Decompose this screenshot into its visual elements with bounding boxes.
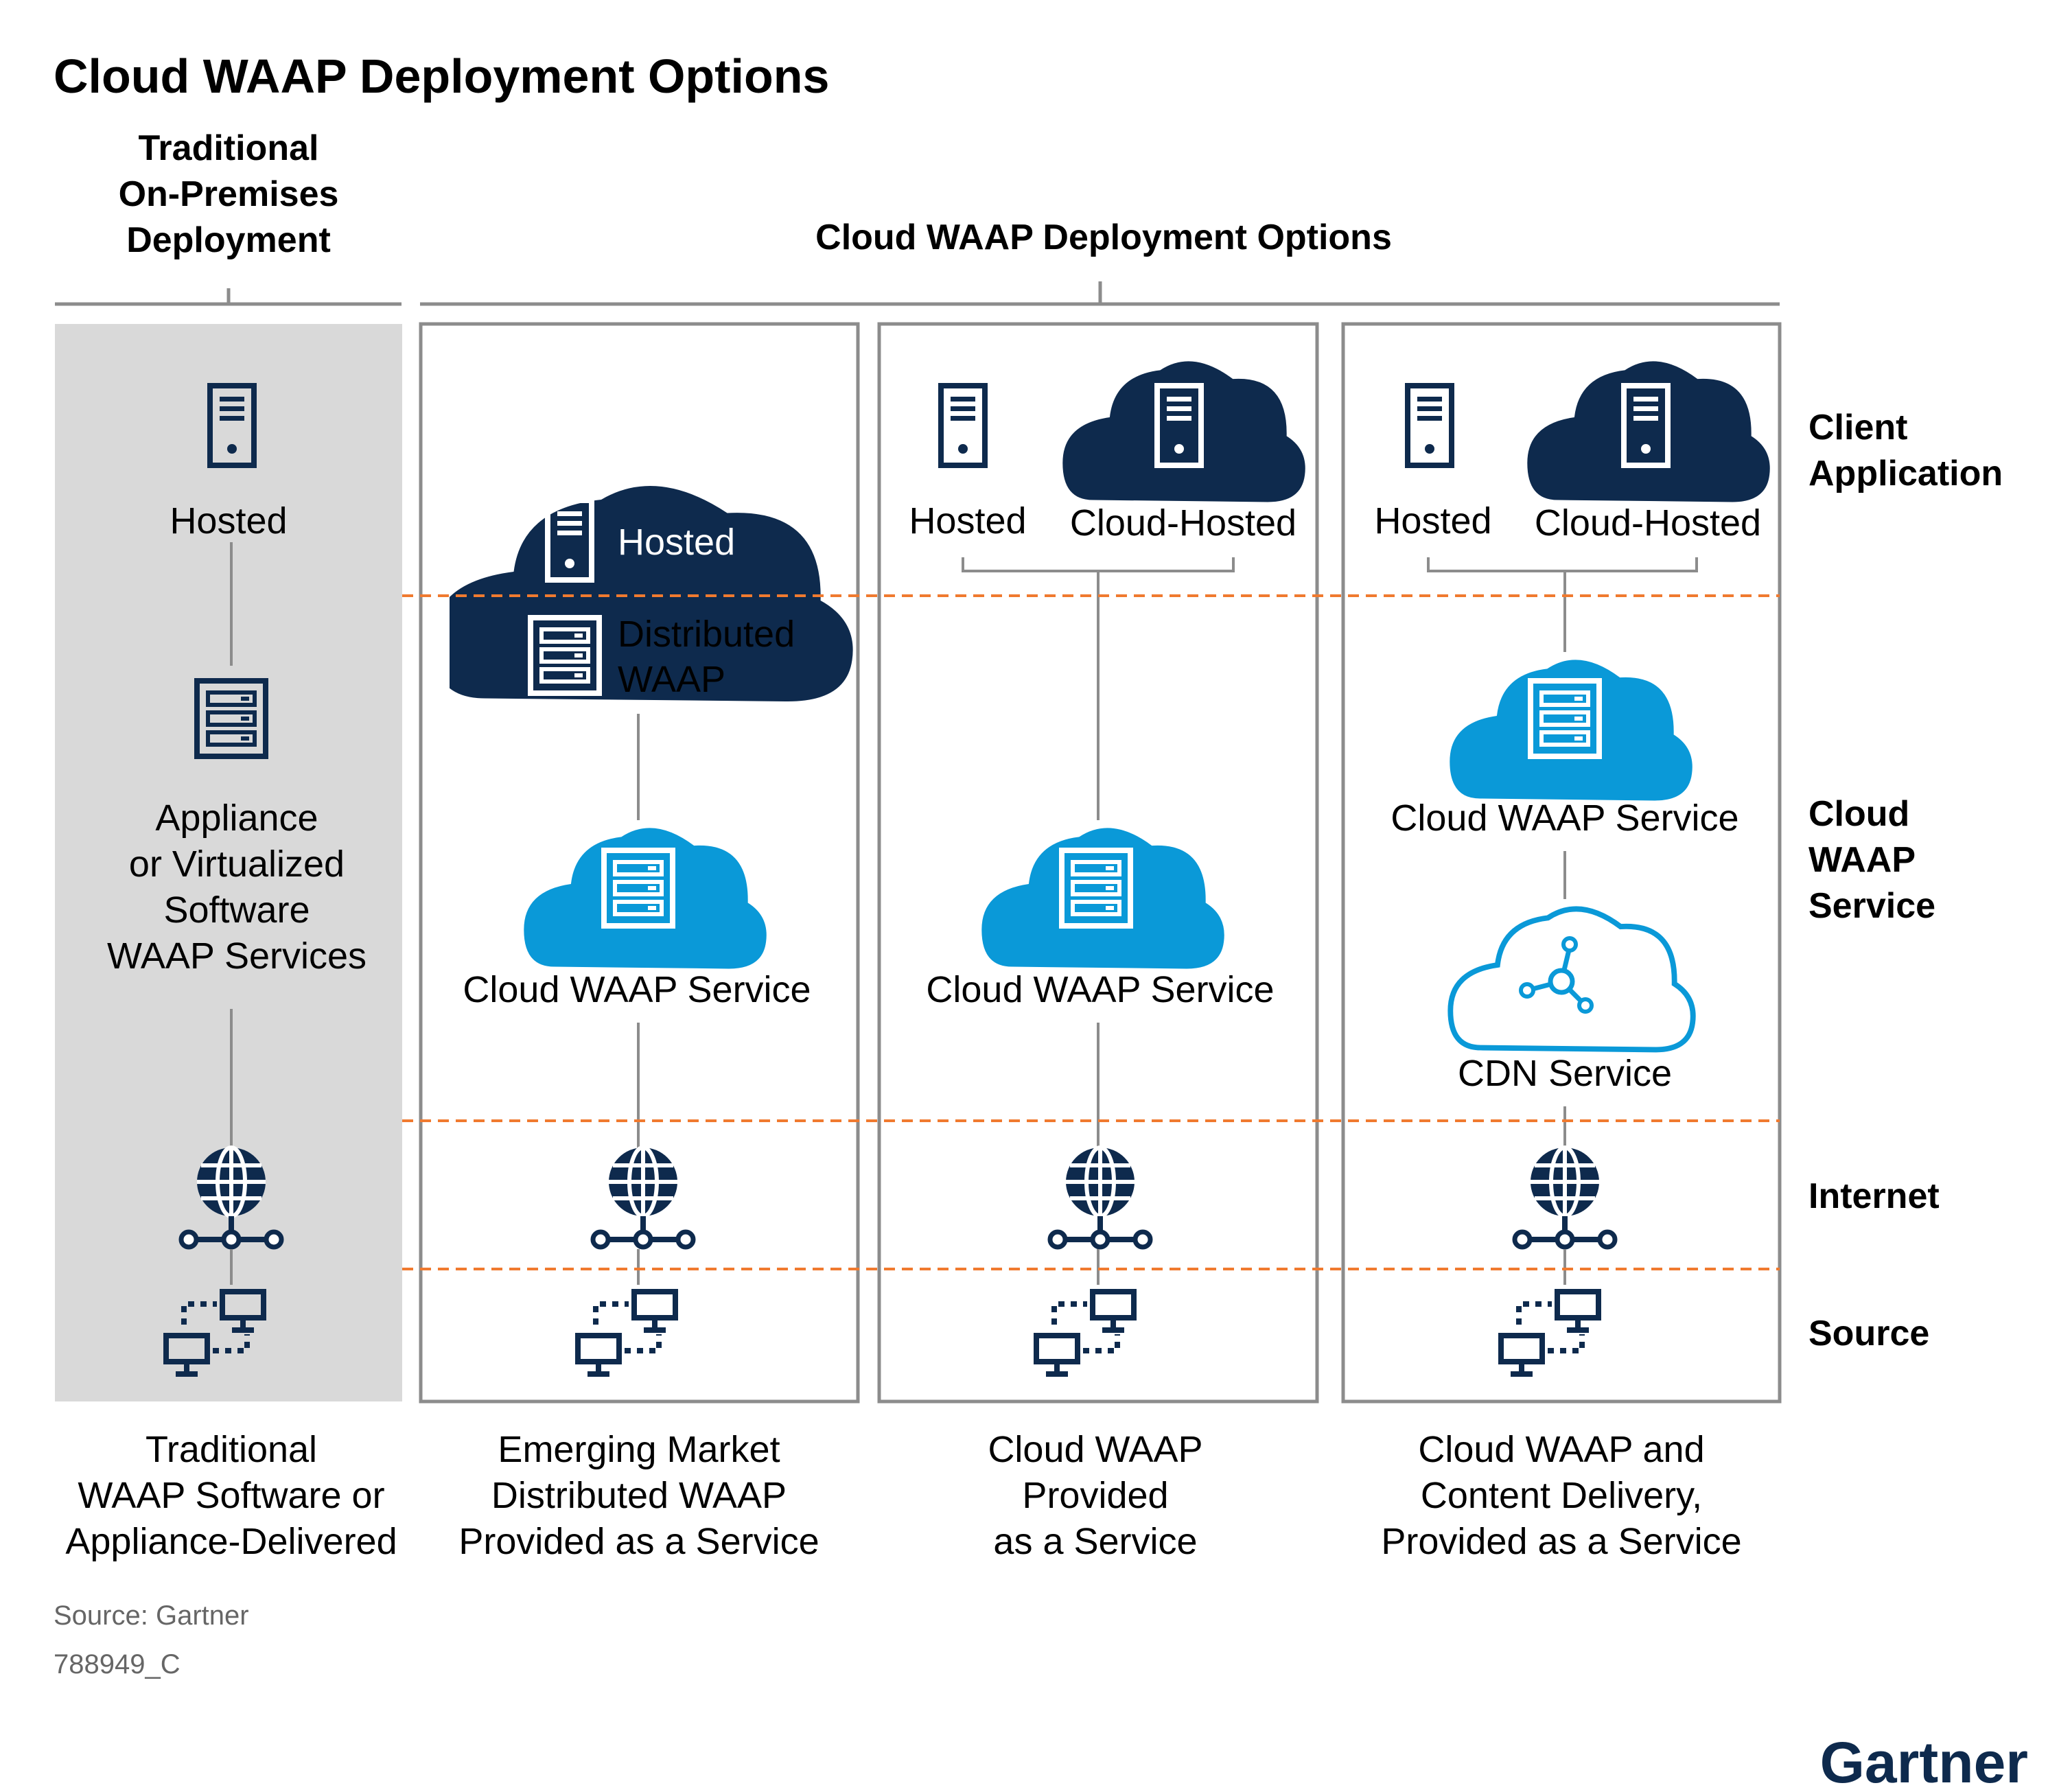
svg-text:Cloud: Cloud	[1808, 794, 1909, 834]
source-computers-icon	[578, 1292, 675, 1374]
svg-text:or Virtualized: or Virtualized	[129, 843, 345, 885]
svg-text:Appliance-Delivered: Appliance-Delivered	[65, 1521, 397, 1562]
svg-text:Cloud WAAP: Cloud WAAP	[988, 1429, 1202, 1470]
svg-text:WAAP: WAAP	[1808, 840, 1916, 880]
gartner-logo: Gartner	[1820, 1730, 2028, 1792]
svg-text:Software: Software	[163, 889, 310, 931]
col3: Hosted Cloud-Hosted Cloud WAAP Service	[909, 361, 1305, 1374]
panel-cloud-cdn	[1341, 322, 1782, 1404]
svg-text:Distributed: Distributed	[618, 614, 795, 655]
col4-hosted-label: Hosted	[1374, 500, 1491, 542]
svg-text:WAAP Software or: WAAP Software or	[78, 1475, 384, 1516]
col2: Hosted Distributed WAAP Cloud WAAP Servi…	[450, 486, 853, 1374]
col2-service-label: Cloud WAAP Service	[463, 969, 811, 1010]
svg-text:Provided as a Service: Provided as a Service	[458, 1521, 819, 1562]
svg-text:Traditional: Traditional	[139, 128, 319, 168]
svg-text:Provided as a Service: Provided as a Service	[1381, 1521, 1741, 1562]
globe-icon	[1515, 1148, 1615, 1247]
page-title: Cloud WAAP Deployment Options	[54, 49, 829, 103]
col4: Hosted Cloud-Hosted Cloud WAAP Service C…	[1374, 361, 1770, 1374]
col3-cloud-hosted-label: Cloud-Hosted	[1070, 502, 1296, 544]
svg-text:Emerging Market: Emerging Market	[498, 1429, 780, 1470]
source-computers-icon	[1036, 1292, 1134, 1374]
svg-text:Internet: Internet	[1808, 1176, 1940, 1216]
row-labels: Client Application Cloud WAAP Service In…	[1808, 408, 2003, 1353]
svg-text:WAAP: WAAP	[618, 659, 725, 700]
svg-text:Provided: Provided	[1022, 1475, 1168, 1516]
col1: Hosted Appliance or Virtualized Software…	[107, 386, 367, 1374]
svg-text:On-Premises: On-Premises	[119, 174, 339, 214]
server-icon	[1408, 386, 1452, 465]
svg-text:Client: Client	[1808, 408, 1907, 447]
col4-cdn-label: CDN Service	[1458, 1053, 1672, 1094]
col1-hosted-label: Hosted	[170, 500, 287, 542]
col2-hosted-label: Hosted	[618, 522, 735, 563]
svg-text:Appliance: Appliance	[155, 798, 318, 839]
cloud-header: Cloud WAAP Deployment Options	[815, 218, 1392, 257]
figure-id: 788949_C	[54, 1649, 181, 1679]
col3-service-label: Cloud WAAP Service	[926, 969, 1274, 1010]
col4-cloud-hosted-label: Cloud-Hosted	[1535, 502, 1761, 544]
svg-text:as a Service: as a Service	[993, 1521, 1197, 1562]
panel-cloud-waap	[877, 322, 1319, 1404]
svg-text:Content Delivery,: Content Delivery,	[1421, 1475, 1702, 1516]
svg-text:Cloud WAAP and: Cloud WAAP and	[1418, 1429, 1704, 1470]
globe-icon	[593, 1148, 693, 1247]
svg-text:Traditional: Traditional	[146, 1429, 317, 1470]
source-computers-icon	[1501, 1292, 1598, 1374]
source-note: Source: Gartner	[54, 1601, 249, 1631]
globe-icon	[1050, 1148, 1150, 1247]
row-separators	[402, 594, 1780, 1270]
cloud-hosted-cloud	[1527, 361, 1770, 502]
panel-distributed	[419, 322, 860, 1404]
traditional-header: Traditional On-Premises Deployment	[119, 128, 339, 260]
cloud-hosted-cloud	[1062, 361, 1305, 502]
svg-text:Distributed WAAP: Distributed WAAP	[491, 1475, 787, 1516]
server-icon	[941, 386, 985, 465]
col3-hosted-label: Hosted	[909, 500, 1026, 542]
svg-text:WAAP Services: WAAP Services	[107, 935, 367, 977]
svg-text:Application: Application	[1808, 454, 2003, 493]
column-captions: Traditional WAAP Software or Appliance-D…	[65, 1429, 1741, 1562]
svg-text:Source: Source	[1808, 1314, 1929, 1353]
svg-text:Service: Service	[1808, 886, 1935, 926]
col4-service-label: Cloud WAAP Service	[1391, 798, 1738, 839]
svg-text:Deployment: Deployment	[126, 220, 331, 260]
